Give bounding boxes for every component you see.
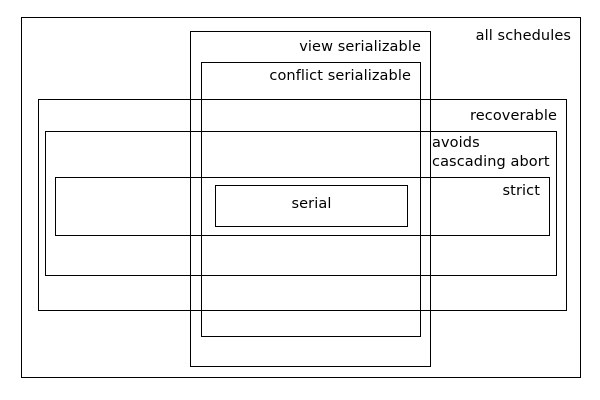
label-serial: serial <box>291 196 332 212</box>
box-strict <box>55 177 550 236</box>
label-avoids-cascading-abort: avoids cascading abort <box>432 135 550 170</box>
label-all-schedules: all schedules <box>475 28 571 44</box>
box-serial <box>215 185 408 227</box>
box-all-schedules <box>21 17 581 378</box>
label-conflict-serializable: conflict serializable <box>269 68 411 84</box>
label-view-serializable: view serializable <box>299 39 421 55</box>
label-strict: strict <box>502 183 540 199</box>
box-view-serializable <box>190 31 431 367</box>
box-conflict-serializable <box>201 62 421 337</box>
box-avoids-cascading-abort <box>45 131 557 276</box>
label-recoverable: recoverable <box>469 108 557 124</box>
box-recoverable <box>38 99 567 311</box>
